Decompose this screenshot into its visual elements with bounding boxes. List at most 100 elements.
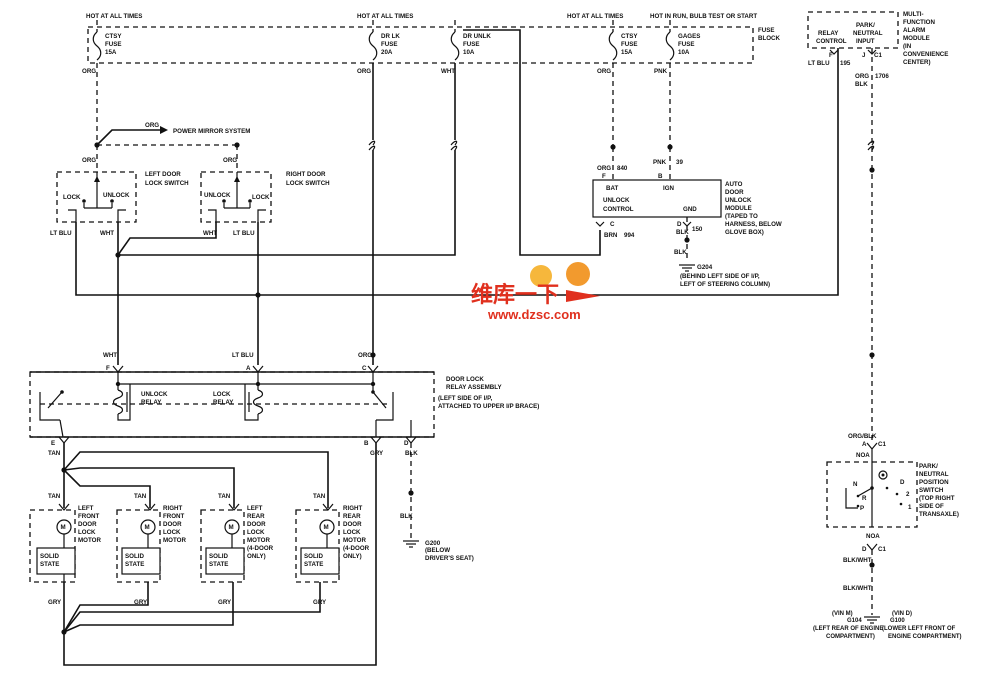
park-input-1: PARK/ (856, 22, 875, 29)
auto-line-6: GLOVE BOX) (725, 229, 764, 236)
auto-feed-wire-pnk: PNK (654, 68, 668, 75)
out-b-wire-gry: GRY (370, 450, 384, 457)
left-switch-line-1: LOCK SWITCH (145, 180, 189, 187)
relay-pin-e: E (51, 440, 55, 447)
g200-wire-blk: BLK (400, 513, 413, 520)
m4-line-1: REAR (343, 513, 361, 520)
fuse1-wire-org: ORG (82, 68, 96, 75)
fuse-2-label: FUSE (381, 41, 398, 48)
mfam-ckt-1706: 1706 (875, 73, 889, 80)
pnp-line-1: NEUTRAL (919, 471, 949, 478)
m1-ss-1: SOLID (40, 553, 59, 560)
fuse-2-amps: 20A (381, 49, 393, 56)
m3-wire-gry: GRY (218, 599, 232, 606)
m4-ss-2: STATE (304, 561, 323, 568)
right-rear-door-lock-motor: TAN GRY M SOLID STATE RIGHT REAR DOOR LO… (295, 493, 370, 606)
right-switch-lock: LOCK (252, 194, 270, 201)
auto-unlock-1: UNLOCK (603, 197, 630, 204)
unlk-fuse-wire-wht: WHT (441, 68, 455, 75)
auto-line-3: MODULE (725, 205, 752, 212)
auto-line-5: HARNESS, BELOW (725, 221, 782, 228)
m2-line-3: LOCK (163, 529, 181, 536)
hot-in-run-label: HOT IN RUN, BULB TEST OR START (650, 13, 757, 20)
auto-ckt-150: 150 (692, 226, 703, 233)
fuse-5-label: FUSE (678, 41, 695, 48)
m2-m: M (145, 524, 150, 531)
fuse-dr-unlk: DR UNLK FUSE 10A (450, 20, 491, 61)
right-front-door-lock-motor: TAN GRY M SOLID STATE RIGHT FRONT DOOR L… (116, 493, 186, 606)
pnp-line-2: POSITION (919, 479, 949, 486)
hot-label-3: HOT AT ALL TIMES (567, 13, 623, 20)
m1-wire-tan: TAN (48, 493, 61, 500)
m4-ss-1: SOLID (304, 553, 323, 560)
m4-line-0: RIGHT (343, 505, 362, 512)
auto-line-0: AUTO (725, 181, 743, 188)
auto-line-4: (TAPED TO (725, 213, 758, 220)
m3-line-2: DOOR (247, 521, 266, 528)
left-door-lock-switch: LEFT DOOR LOCK SWITCH LOCK UNLOCK (56, 171, 189, 223)
m1-line-4: MOTOR (78, 537, 101, 544)
mfam-pin-j: J (862, 52, 866, 59)
pnp-line-0: PARK/ (919, 463, 938, 470)
mfam-ckt-195: 195 (840, 60, 851, 67)
mfam-line-4: (IN (903, 43, 912, 50)
relay-line-0: DOOR LOCK (446, 376, 484, 383)
g100-loc-0: (LOWER LEFT FRONT OF (882, 626, 956, 632)
auto-wire-blk: BLK (676, 229, 689, 236)
m3-line-4: MOTOR (247, 537, 270, 544)
relay-pin-b: B (364, 440, 369, 447)
m2-line-0: RIGHT (163, 505, 182, 512)
relay-a-wire-ltblu: LT BLU (232, 352, 254, 359)
mfam-line-0: MULTI- (903, 11, 924, 18)
hot-label-2: HOT AT ALL TIMES (357, 13, 413, 20)
auto-pin-f: F (602, 173, 606, 180)
relay-c-wire-org: ORG (358, 352, 372, 359)
auto-ign: IGN (663, 185, 675, 192)
left-switch-lock: LOCK (63, 194, 81, 201)
mfam-line-5: CONVENIENCE (903, 51, 948, 58)
m4-m: M (324, 524, 329, 531)
lk-fuse-wire-org: ORG (357, 68, 371, 75)
fuse-block: HOT AT ALL TIMES HOT AT ALL TIMES HOT AT… (86, 13, 781, 64)
fuse1-feed: ORG ORG POWER MIRROR SYSTEM ORG ORG (82, 63, 250, 172)
fuse-1-amps: 15A (105, 49, 117, 56)
out-e-wire-tan: TAN (48, 450, 61, 457)
relay-pin-a: A (246, 365, 251, 372)
left-switch-line-0: LEFT DOOR (145, 171, 181, 178)
left-front-door-lock-motor: TAN GRY M SOLID STATE LEFT FRONT DOOR LO… (29, 493, 101, 606)
lock-relay-0: LOCK (213, 391, 231, 398)
pnp-wire-orgblk: ORG/BLK (848, 433, 877, 440)
mfam-line-2: ALARM (903, 27, 925, 34)
m3-ss-2: STATE (209, 561, 228, 568)
m2-line-1: FRONT (163, 513, 185, 520)
fuse-ctsy-2: CTSY FUSE 15A (608, 20, 638, 61)
pnp-pos-p: P (860, 505, 864, 512)
pnp-pos-1: 1 (908, 504, 912, 511)
right-switch-line-0: RIGHT DOOR (286, 171, 326, 178)
m3-line-5: (4-DOOR (247, 545, 274, 552)
m3-line-1: REAR (247, 513, 265, 520)
auto-wire-pnk: PNK (653, 159, 667, 166)
auto-pin-b: B (658, 173, 663, 180)
auto-wire-org: ORG (597, 165, 611, 172)
pnp-wire-blkwht-1: BLK/WHT (843, 557, 872, 564)
m4-line-6: ONLY) (343, 553, 362, 560)
m1-line-1: FRONT (78, 513, 100, 520)
relay-pin-c: C (362, 365, 367, 372)
hot-label-1: HOT AT ALL TIMES (86, 13, 142, 20)
auto-wire-brn: BRN (604, 232, 618, 239)
fuse-2-name: DR LK (381, 33, 400, 40)
fuse-block-label-1: FUSE (758, 27, 775, 34)
rs-wire-ltblu: LT BLU (233, 230, 255, 237)
pnp-pos-2: 2 (906, 491, 910, 498)
rs-wire-wht: WHT (203, 230, 217, 237)
g204-line-0: (BEHIND LEFT SIDE OF I/P, (680, 273, 760, 280)
relay-control-2: CONTROL (816, 38, 847, 45)
m3-m: M (229, 524, 234, 531)
park-neutral-position-switch: ORG/BLK A C1 NOA N D R 2 P 1 PARK/ NEUTR… (826, 48, 959, 624)
auto-pin-c: C (610, 221, 615, 228)
m3-line-6: ONLY) (247, 553, 266, 560)
relay-loc-1: ATTACHED TO UPPER I/P BRACE) (438, 403, 539, 410)
g200-line-1: DRIVER'S SEAT) (425, 555, 474, 562)
pnp-conn-a: C1 (878, 441, 886, 448)
